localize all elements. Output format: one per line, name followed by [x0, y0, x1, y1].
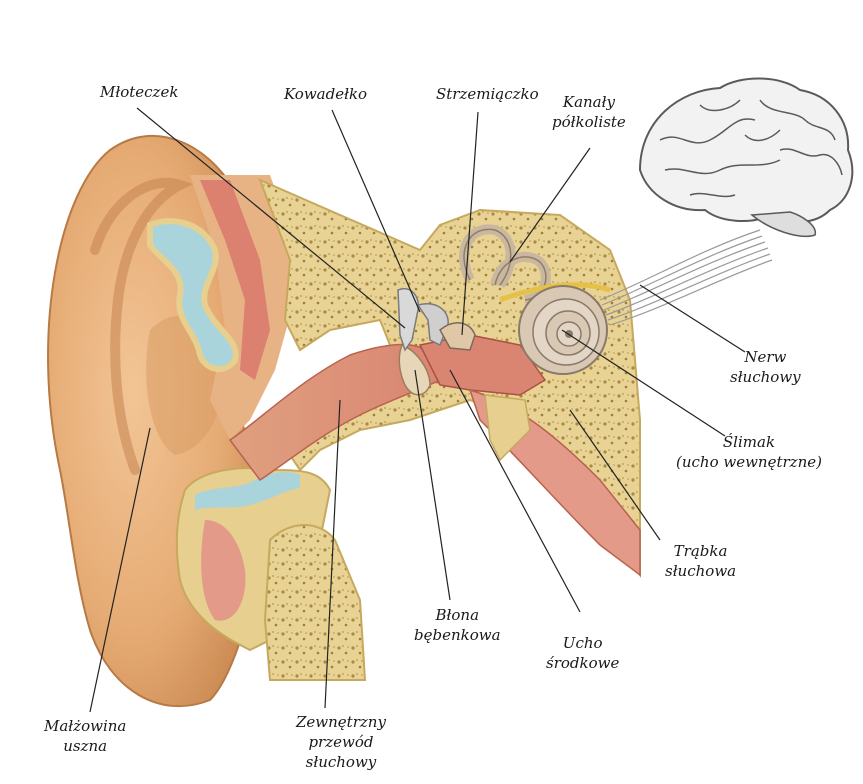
- muscle-layer: [200, 180, 270, 380]
- stapes: [439, 322, 476, 351]
- mastoid-column: [263, 524, 367, 681]
- leader-lines: [89, 107, 746, 713]
- eustachian-cartilage: [484, 394, 531, 462]
- label-stapes: Strzemiączko: [436, 85, 539, 103]
- auricle-helix-fold: [90, 177, 194, 475]
- label-incus: Kowadełko: [284, 85, 368, 103]
- cartilage-upper: [147, 218, 239, 372]
- incus: [416, 303, 449, 347]
- cochlea: [518, 285, 608, 375]
- label-malleus: Młoteczek: [100, 83, 179, 101]
- lower-cartilage-blue: [195, 472, 300, 510]
- malleus: [397, 288, 419, 352]
- auditory-nerve: [599, 229, 773, 326]
- middle-ear-cavity: [418, 334, 547, 396]
- label-cochlea: Ślimak(ucho wewnętrzne): [676, 433, 822, 471]
- lower-muscle: [201, 520, 246, 621]
- brain-icon: [638, 77, 854, 237]
